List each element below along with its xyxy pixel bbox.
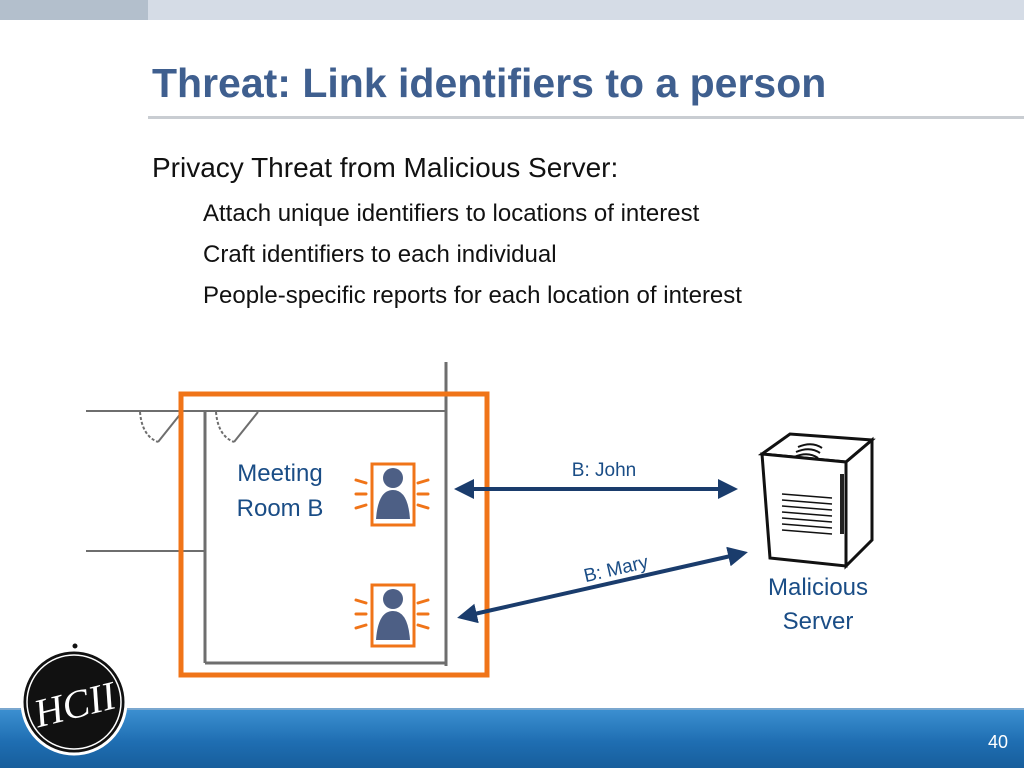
subpoint-3: People-specific reports for each locatio… — [203, 282, 742, 309]
footer-line — [0, 708, 1024, 711]
server-icon — [757, 432, 876, 570]
room-label-line2: Room B — [237, 495, 324, 522]
slide-title: Threat: Link identifiers to a person — [152, 60, 827, 106]
person-john-icon — [354, 462, 430, 527]
door-swing-1 — [139, 411, 159, 443]
door-1 — [157, 411, 183, 443]
header-band — [0, 0, 1024, 20]
bullet-heading: Privacy Threat from Malicious Server: — [152, 152, 619, 183]
subpoint-1: Attach unique identifiers to locations o… — [203, 200, 700, 227]
footer-band — [0, 710, 1024, 768]
title-divider — [148, 116, 1024, 119]
person-mary-icon — [354, 583, 430, 648]
page-number: 40 — [987, 732, 1008, 752]
room-highlight — [178, 391, 490, 678]
room-label-line1: Meeting — [237, 460, 322, 487]
door-swing-2 — [215, 411, 235, 443]
link-label-john: B: John — [572, 460, 636, 481]
server-label-line1: Malicious — [768, 574, 868, 601]
floor-plan — [86, 362, 448, 666]
server-label-line2: Server — [783, 608, 854, 635]
link-arrow-mary — [457, 546, 748, 624]
subpoint-2: Craft identifiers to each individual — [203, 241, 557, 268]
header-band-accent — [0, 0, 148, 20]
door-2 — [233, 411, 259, 443]
